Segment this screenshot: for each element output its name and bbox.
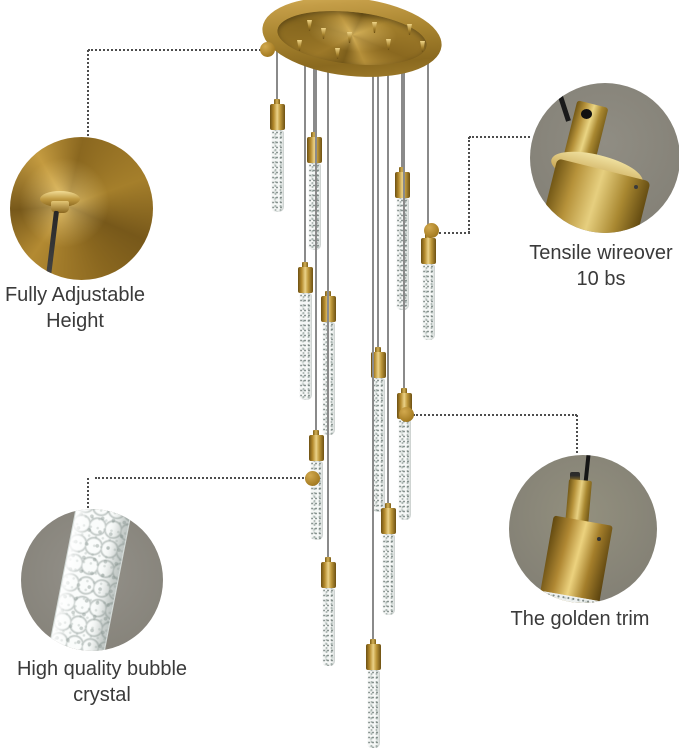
leader-line [87,478,89,508]
pendant-crystal [421,264,435,340]
label-golden-trim: The golden trim [490,606,670,632]
pendant-nub [385,503,391,509]
pendant-cap [370,352,386,378]
detail-circle-tensile-wire [530,83,679,233]
wire-holder-cone [321,28,326,39]
hanging-wire [551,83,571,122]
connector-dot [424,223,439,238]
pendant-wire [372,50,374,644]
pendant-crystal [395,198,409,310]
pendant-wire [427,50,429,238]
pendant-cap [306,137,322,163]
leader-line [413,414,577,416]
pendant-nub [370,639,376,645]
pendant-nub [302,262,308,268]
pendant-cap [308,435,324,461]
pendant-cap [420,238,436,264]
pendant-wire [401,50,403,172]
pendant-cap [380,508,396,534]
pendant-cap [365,644,381,670]
wire-holder-cone [372,22,377,33]
pendant-crystal [298,293,312,400]
label-tensile-wire: Tensile wireover 10 bs [521,240,679,292]
pendant-crystal [307,163,321,250]
pendant-wire [304,50,306,267]
connector-dot [260,42,275,57]
wire-holder-cone [407,24,412,35]
fixture-pinhole [634,185,638,189]
golden-trim-body [539,515,613,603]
leader-line [439,232,470,234]
label-line: crystal [73,684,131,706]
pendant-crystal [381,534,395,615]
leader-line [468,137,470,233]
label-bubble-crystal: High quality bubble crystal [12,656,192,708]
pendant-crystal [321,588,335,666]
pendant-nub [401,388,407,394]
pendant-wire [403,50,405,393]
leader-line [95,477,307,479]
wire-holder-cone [297,40,302,51]
wire-holder-cone [307,20,312,31]
pendant-crystal [366,670,380,748]
pendant-crystal [371,378,385,512]
wire-holder-cone [335,48,340,59]
bubble-crystal-tube [44,509,134,651]
detail-circle-golden-trim [509,455,657,603]
wire-holder-cone [420,41,425,52]
label-line: Height [46,310,104,332]
detail-circle-adjustable-height [10,137,153,280]
fixture-pinhole [597,537,601,541]
pendant-crystal [397,419,411,520]
pendant-wire [276,50,278,104]
pendant-wire [315,50,317,435]
leader-line [576,415,578,453]
hanging-wire [45,210,59,280]
label-line: 10 bs [576,268,626,290]
pendant-nub [570,472,580,482]
label-line: Tensile wireover [529,242,673,264]
pendant-nub [375,347,381,353]
leader-line [88,49,264,51]
pendant-nub [325,557,331,563]
leader-line [87,50,89,136]
label-line: The golden trim [510,608,650,630]
pendant-wire [327,50,329,562]
pendant-nub [274,99,280,105]
connector-dot [399,407,414,422]
wire-holder-cone [347,32,352,43]
connector-dot [305,471,320,486]
pendant-cap [297,267,313,293]
pendant-nub [399,167,405,173]
pendant-cap [394,172,410,198]
pendant-crystal [270,130,284,212]
label-adjustable-height: Fully Adjustable Height [0,282,150,334]
canopy-mount-stem [51,201,69,213]
label-line: Fully Adjustable [4,284,146,306]
pendant-wire [377,50,379,352]
set-screw [581,109,592,119]
leader-line [469,136,530,138]
pendant-nub [311,132,317,138]
pendant-cap [269,104,285,130]
pendant-wire [313,50,315,137]
pendant-cap [320,562,336,588]
pendant-nub [313,430,319,436]
pendant-wire [387,50,389,508]
label-line: High quality bubble [16,658,188,680]
detail-circle-bubble-crystal [21,509,163,651]
canopy-mount [40,191,80,207]
wire-holder-cone [386,39,391,50]
